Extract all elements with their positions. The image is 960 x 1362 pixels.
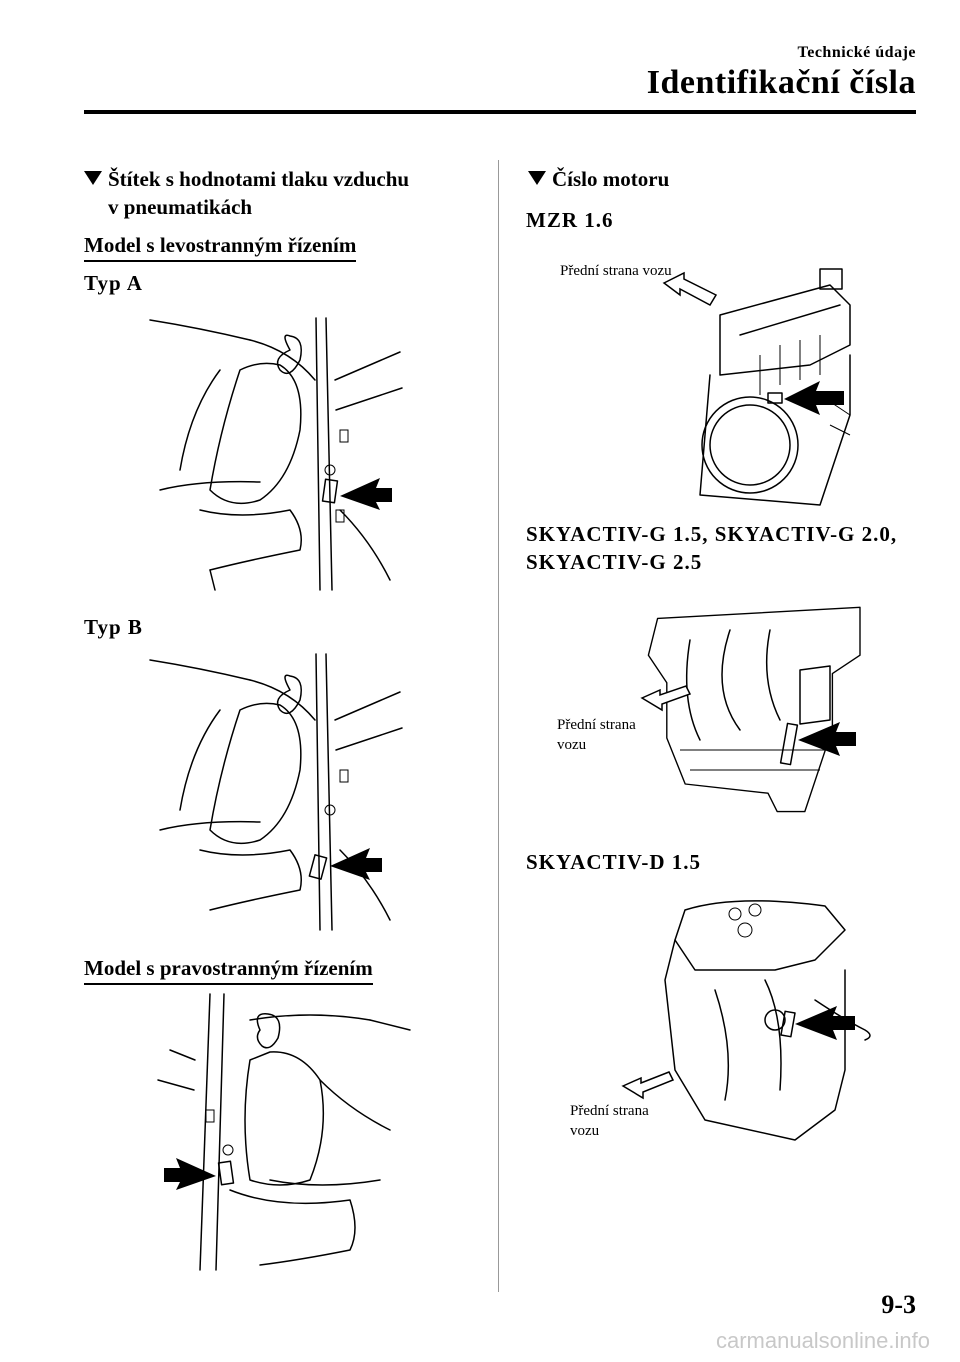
arrow-icon	[798, 722, 856, 756]
page-number: 9-3	[881, 1290, 916, 1319]
page-title: Identifikační čísla	[646, 64, 916, 101]
skyactiv-g-label-line1: SKYACTIV-G 1.5, SKYACTIV-G 2.0,	[526, 522, 898, 546]
arrow-icon	[330, 848, 382, 880]
front-arrow-icon	[640, 685, 692, 712]
mzr-engine-illustration	[662, 268, 851, 506]
arrow-icon	[784, 381, 844, 415]
skyactiv-g-engine-illustration	[640, 606, 861, 813]
section-marker-icon	[528, 171, 546, 185]
chapter-title: Technické údaje	[797, 44, 916, 61]
mzr-label: MZR 1.6	[526, 208, 614, 232]
skyactiv-g-label-line2: SKYACTIV-G 2.5	[526, 550, 703, 574]
type-b-label: Typ B	[84, 615, 143, 639]
arrow-icon	[164, 1158, 216, 1190]
skyactiv-d-front-caption-1: Přední strana	[570, 1103, 649, 1119]
front-arrow-icon	[662, 271, 718, 306]
lhd-model-title: Model s levostranným řízením	[84, 232, 357, 262]
mzr-front-caption: Přední strana vozu	[560, 263, 672, 279]
skyactiv-d-front-caption-2: vozu	[570, 1123, 600, 1139]
skyactiv-d-label: SKYACTIV-D 1.5	[526, 850, 702, 874]
skyactiv-g-front-caption-2: vozu	[557, 737, 587, 753]
rhd-illustration	[157, 993, 411, 1271]
column-divider	[498, 160, 499, 1292]
skyactiv-d-engine-illustration	[621, 900, 871, 1141]
skyactiv-g-front-caption-1: Přední strana	[557, 717, 636, 733]
watermark: carmanualsonline.info	[715, 1328, 930, 1353]
header-rule	[84, 110, 916, 114]
tire-label-heading: Štítek s hodnotami tlaku vzduchu	[84, 165, 409, 193]
engine-number-heading: Číslo motoru	[528, 165, 669, 193]
type-a-label: Typ A	[84, 271, 143, 295]
tire-label-heading-cont: v pneumatikách	[108, 195, 253, 219]
arrow-icon	[795, 1006, 855, 1040]
type-a-illustration	[149, 317, 403, 591]
section-marker-icon	[84, 171, 102, 185]
rhd-model-title: Model s pravostranným řízením	[84, 955, 373, 985]
arrow-icon	[340, 478, 392, 510]
front-arrow-icon	[621, 1071, 675, 1100]
type-b-illustration	[149, 653, 403, 931]
